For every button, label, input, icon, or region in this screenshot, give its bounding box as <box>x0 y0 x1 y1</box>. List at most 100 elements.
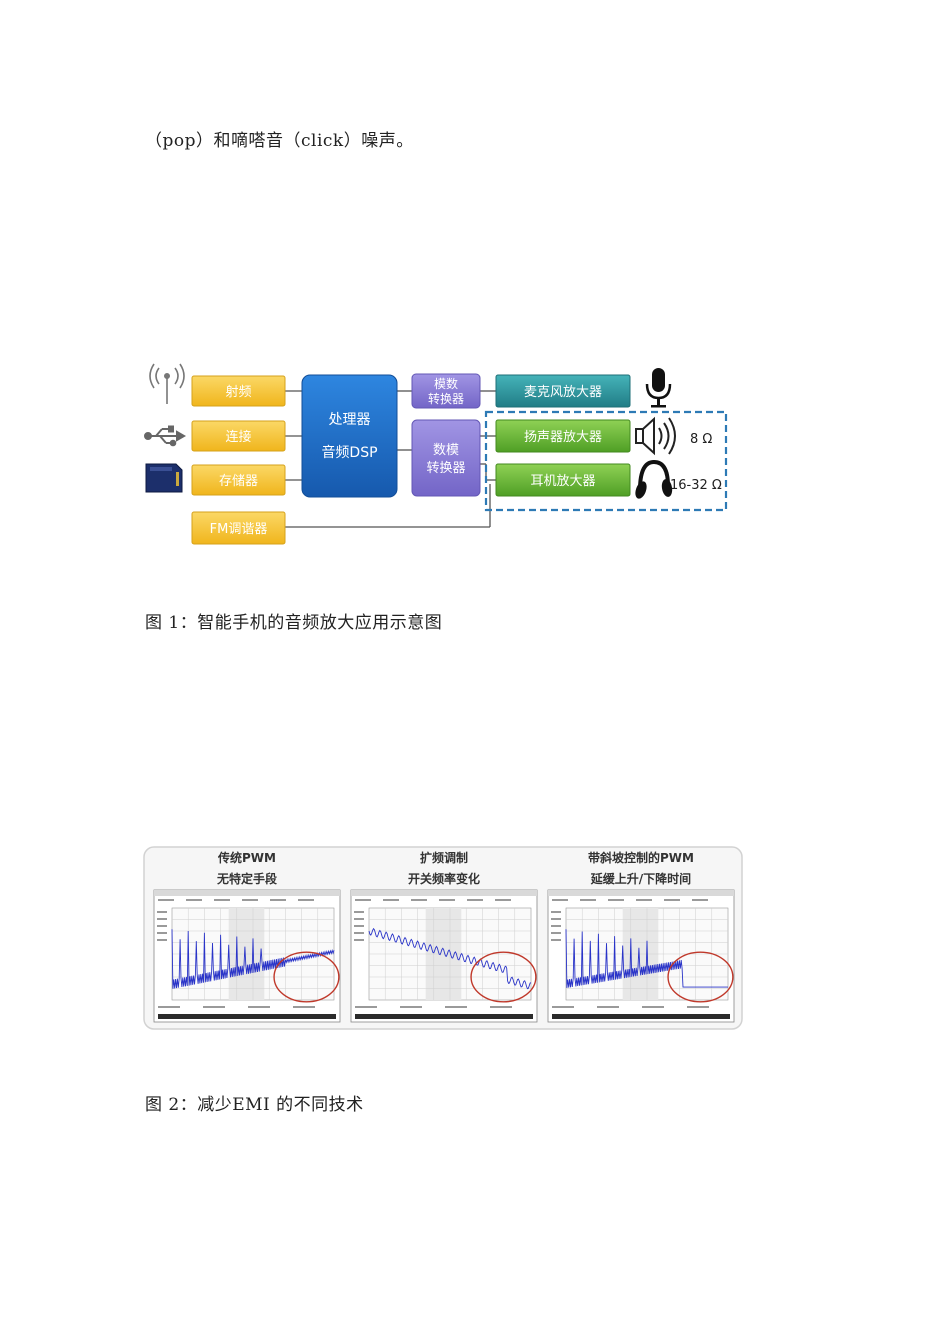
side-label <box>551 932 561 934</box>
highlight-ellipse <box>667 951 734 1003</box>
speaker-amp-box: 扬声器放大器 <box>495 419 631 453</box>
panel-subtitle: 开关频率变化 <box>408 871 480 886</box>
header-text-line <box>355 899 371 901</box>
analyzer-footer <box>552 1014 730 1019</box>
speaker-amp-label: 扬声器放大器 <box>524 430 602 445</box>
header-text-line <box>270 899 286 901</box>
analyzer-header <box>351 890 537 896</box>
fm-tuner-box: FM调谐器 <box>191 511 286 545</box>
speaker-icon <box>635 416 676 456</box>
header-text-line <box>411 899 427 901</box>
dac-label-2: 转换器 <box>426 461 465 476</box>
adc-label-2: 转换器 <box>428 391 464 406</box>
antenna-icon <box>149 363 185 404</box>
headphone-load: 16-32 Ω <box>670 478 722 493</box>
speaker-load: 8 Ω <box>690 432 712 447</box>
side-label <box>157 932 167 934</box>
connectivity-label: 连接 <box>225 429 251 445</box>
connectivity-box: 连接 <box>191 420 286 452</box>
footer-text-line <box>158 1006 180 1008</box>
dsp-label-1: 处理器 <box>329 412 371 428</box>
spectrum-trace <box>171 929 335 989</box>
side-label <box>551 925 561 927</box>
spectrum-panel: 带斜坡控制的PWM 延缓上升/下降时间 <box>547 850 735 1023</box>
panel-subtitle: 无特定手段 <box>216 871 278 886</box>
side-label <box>354 918 364 920</box>
panel-subtitle: 延缓上升/下降时间 <box>590 871 691 886</box>
side-label <box>354 911 364 913</box>
dac-label-1: 数模 <box>433 443 459 458</box>
header-text-line <box>467 899 483 901</box>
rf-box: 射频 <box>191 375 286 407</box>
header-text-line <box>383 899 399 901</box>
fm-tuner-label: FM调谐器 <box>210 522 268 537</box>
dsp-label-2: 音频DSP <box>321 444 377 461</box>
footer-text-line <box>687 1006 709 1008</box>
spectrum-panel: 传统PWM 无特定手段 <box>153 850 341 1023</box>
side-label <box>157 925 167 927</box>
header-text-line <box>242 899 258 901</box>
paragraph-tail: （pop）和嘀嗒音（click）噪声。 <box>145 131 414 151</box>
adc-box: 模数 转换器 <box>411 373 481 409</box>
headphone-icon <box>635 459 673 499</box>
highlight-ellipse <box>273 951 340 1003</box>
footer-text-line <box>355 1006 377 1008</box>
header-text-line <box>692 899 708 901</box>
mic-amp-label: 麦克风放大器 <box>524 385 602 400</box>
header-text-line <box>580 899 596 901</box>
footer-text-line <box>597 1006 619 1008</box>
figure1-caption: 图 1：智能手机的音频放大应用示意图 <box>145 613 443 633</box>
footer-text-line <box>642 1006 664 1008</box>
analyzer-header <box>154 890 340 896</box>
dsp-box: 处理器 音频DSP <box>301 374 398 498</box>
side-label <box>354 939 364 941</box>
footer-text-line <box>400 1006 422 1008</box>
footer-text-line <box>552 1006 574 1008</box>
footer-text-line <box>490 1006 512 1008</box>
footer-text-line <box>445 1006 467 1008</box>
panel-title: 带斜坡控制的PWM <box>588 850 694 865</box>
side-label <box>354 932 364 934</box>
rf-label: 射频 <box>225 384 251 400</box>
side-label <box>551 939 561 941</box>
panel-title: 传统PWM <box>217 850 276 865</box>
dac-box: 数模 转换器 <box>411 419 481 497</box>
header-text-line <box>495 899 511 901</box>
footer-text-line <box>248 1006 270 1008</box>
header-text-line <box>439 899 455 901</box>
highlight-ellipse <box>470 951 537 1003</box>
header-text-line <box>552 899 568 901</box>
headphone-amp-label: 耳机放大器 <box>530 474 595 489</box>
analyzer-footer <box>355 1014 533 1019</box>
sd-card-icon <box>145 463 183 493</box>
side-label <box>551 911 561 913</box>
header-text-line <box>664 899 680 901</box>
side-label <box>354 925 364 927</box>
spectrum-trace <box>368 927 532 990</box>
headphone-amp-box: 耳机放大器 <box>495 463 631 497</box>
header-text-line <box>608 899 624 901</box>
panel-title: 扩频调制 <box>420 850 468 865</box>
side-label <box>157 939 167 941</box>
audio-block-diagram: 射频 连接 存储器 FM调谐器 处理器 音频DSP 模数 转换器 数模 转换器 … <box>144 363 728 545</box>
side-label <box>157 911 167 913</box>
memory-label: 存储器 <box>219 474 258 489</box>
header-text-line <box>298 899 314 901</box>
adc-label-1: 模数 <box>434 376 458 391</box>
spectrum-trace <box>565 929 728 988</box>
footer-text-line <box>293 1006 315 1008</box>
usb-icon <box>144 425 187 447</box>
footer-text-line <box>203 1006 225 1008</box>
header-text-line <box>158 899 174 901</box>
analyzer-header <box>548 890 734 896</box>
header-text-line <box>636 899 652 901</box>
memory-box: 存储器 <box>191 464 286 496</box>
mic-amp-box: 麦克风放大器 <box>495 374 631 408</box>
header-text-line <box>214 899 230 901</box>
header-text-line <box>186 899 202 901</box>
microphone-icon <box>645 368 672 408</box>
side-label <box>551 918 561 920</box>
figure2-caption: 图 2：减少EMI 的不同技术 <box>145 1095 364 1115</box>
